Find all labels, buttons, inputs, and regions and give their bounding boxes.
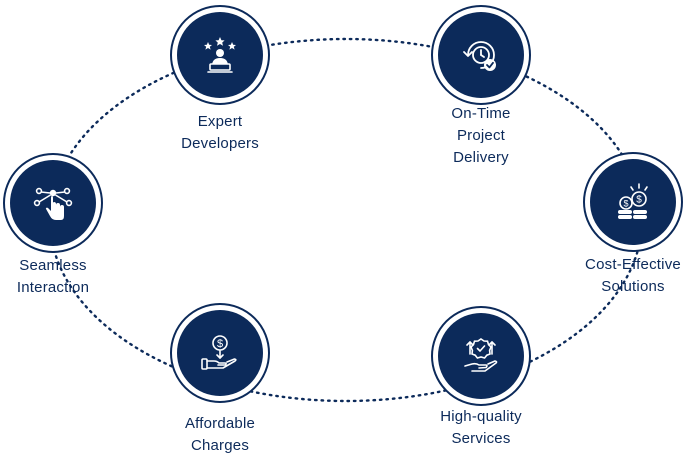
label-expert-developers: Expert Developers bbox=[181, 113, 259, 152]
node-cost-effective-solutions: $ $ Cost-Effective Solutions bbox=[583, 152, 683, 295]
touch-network-icon bbox=[10, 160, 96, 246]
node-seamless-interaction: Seamless Interaction bbox=[3, 153, 103, 296]
developer-stars-icon bbox=[177, 12, 263, 98]
clock-check-icon bbox=[438, 12, 524, 98]
label-on-time-project-delivery: On-Time Project Delivery bbox=[451, 105, 511, 166]
svg-text:$: $ bbox=[217, 338, 223, 350]
node-high-quality-services: High-quality Services bbox=[431, 306, 531, 447]
coins-icon: $ $ bbox=[590, 159, 676, 245]
svg-text:$: $ bbox=[636, 195, 642, 206]
label-high-quality-services: High-quality Services bbox=[440, 408, 522, 447]
label-cost-effective-solutions: Cost-Effective Solutions bbox=[585, 256, 681, 295]
node-expert-developers: Expert Developers bbox=[170, 5, 270, 152]
quality-badge-icon bbox=[438, 313, 524, 399]
label-affordable-charges: Affordable Charges bbox=[184, 415, 256, 454]
svg-text:$: $ bbox=[623, 199, 628, 209]
node-affordable-charges: $ Affordable Charges bbox=[170, 303, 270, 454]
hand-dollar-icon: $ bbox=[177, 310, 263, 396]
label-seamless-interaction: Seamless Interaction bbox=[16, 257, 90, 296]
node-on-time-project-delivery: On-Time Project Delivery bbox=[431, 5, 531, 166]
